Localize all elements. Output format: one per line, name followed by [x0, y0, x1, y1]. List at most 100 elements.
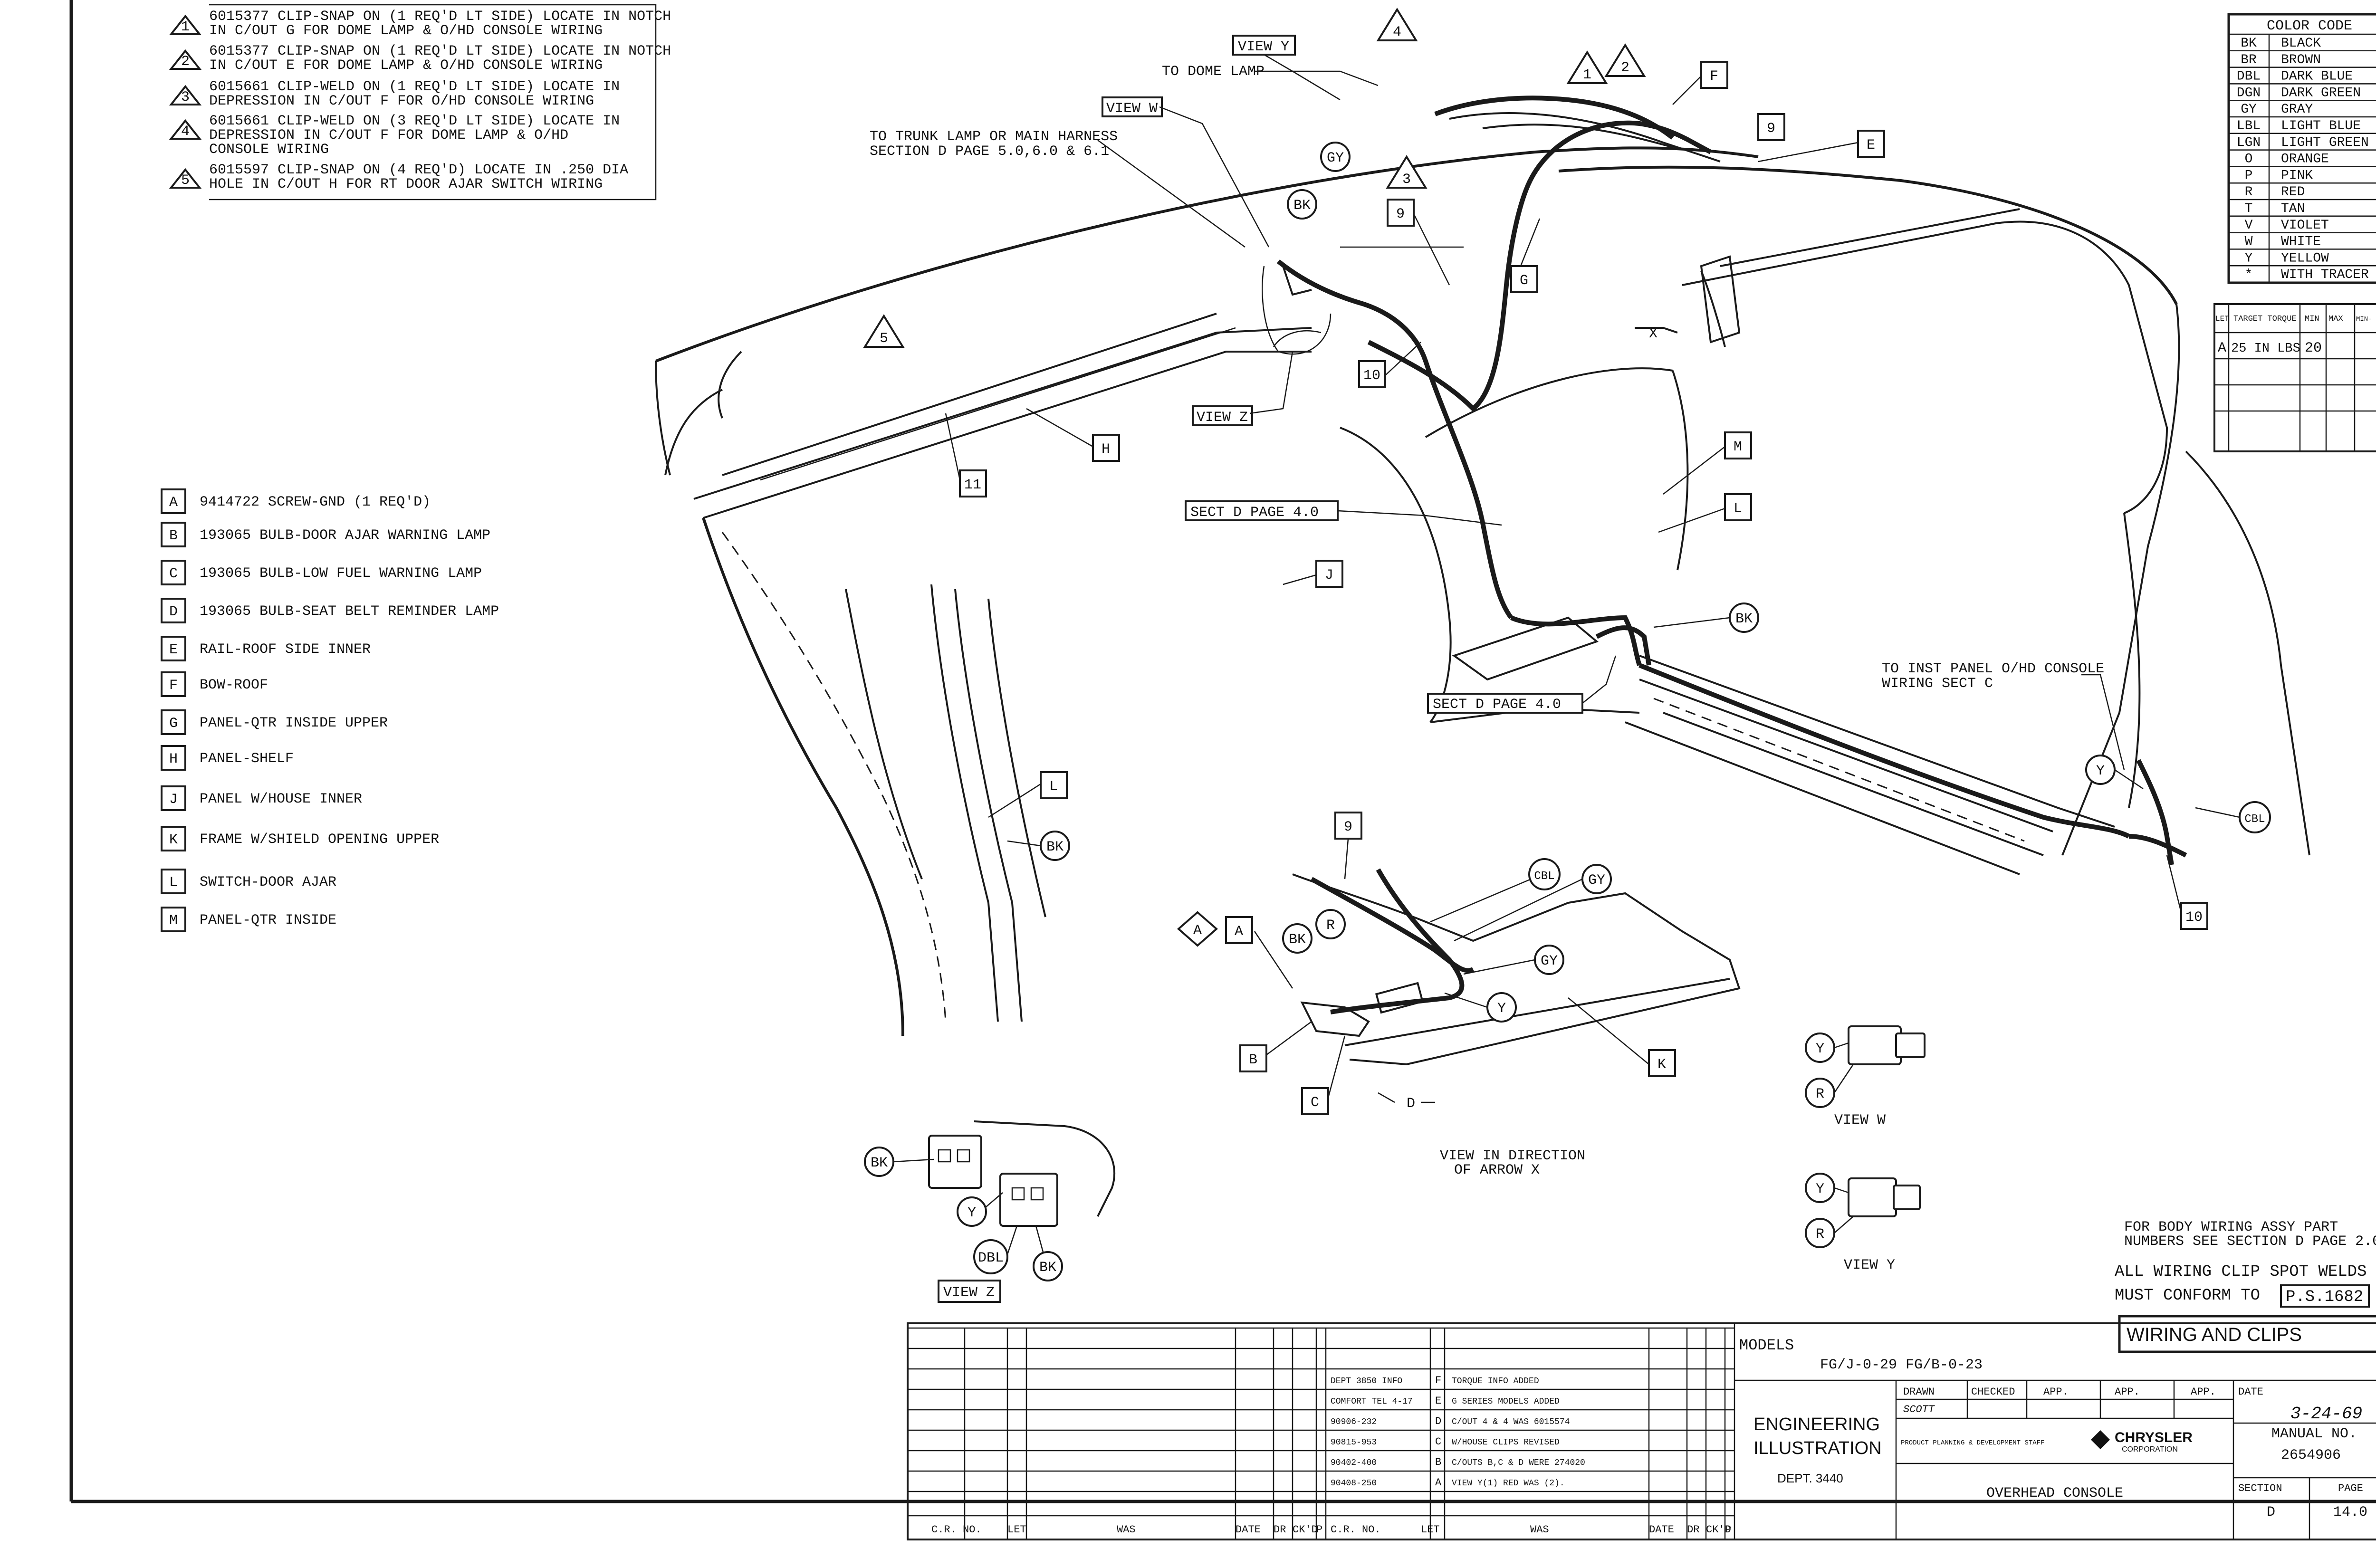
svg-text:P: P [1725, 1524, 1731, 1536]
color-code-abbrev: R [2245, 185, 2253, 200]
color-code-name: BLACK [2281, 36, 2321, 51]
svg-text:10: 10 [1363, 368, 1380, 384]
svg-text:A: A [1193, 923, 1202, 939]
svg-text:RAIL-ROOF SIDE INNER: RAIL-ROOF SIDE INNER [200, 641, 371, 658]
view-w-tag [1102, 96, 1163, 117]
svg-text:DEPT. 3440: DEPT. 3440 [1777, 1471, 1843, 1485]
svg-text:GY: GY [1541, 953, 1558, 969]
svg-text:Y: Y [1816, 1181, 1824, 1197]
svg-text:APP.: APP. [2043, 1386, 2069, 1398]
color-code-abbrev: * [2245, 268, 2253, 282]
svg-text:1: 1 [1583, 67, 1591, 83]
svg-text:TARGET TORQUE: TARGET TORQUE [2233, 315, 2297, 324]
svg-text:193065 BULB-SEAT BELT REMINDER: 193065 BULB-SEAT BELT REMINDER LAMP [200, 603, 499, 620]
svg-text:2: 2 [181, 54, 190, 70]
svg-text:J: J [1325, 567, 1333, 583]
svg-text:MANUAL NO.: MANUAL NO. [2271, 1426, 2357, 1442]
svg-text:SCOTT: SCOTT [1903, 1404, 1935, 1415]
svg-text:COLOR CODE: COLOR CODE [2267, 18, 2352, 34]
color-code-row: * WITH TRACER [2229, 268, 2376, 283]
svg-text:Y: Y [1497, 1001, 1506, 1017]
svg-text:VIEW Y: VIEW Y [1844, 1257, 1895, 1273]
color-code-abbrev: O [2245, 152, 2253, 167]
color-code-name: GRAY [2281, 102, 2313, 117]
svg-text:DEPRESSION IN C/OUT F FOR O/HD: DEPRESSION IN C/OUT F FOR O/HD CONSOLE W… [209, 93, 594, 109]
note-4: 4 6015661 CLIP-WELD ON (3 REQ'D LT SIDE)… [169, 113, 620, 158]
svg-text:BK: BK [1735, 611, 1753, 627]
svg-text:6015377 CLIP-SNAP ON (1 REQ'D: 6015377 CLIP-SNAP ON (1 REQ'D LT SIDE) L… [209, 9, 671, 25]
color-code-abbrev: GY [2241, 102, 2257, 117]
wire-color-tags: GY BK BK BK Y CBL [1007, 142, 2271, 861]
color-code-abbrev: W [2245, 235, 2253, 249]
svg-text:C.R. NO.: C.R. NO. [931, 1524, 982, 1536]
svg-text:193065 BULB-LOW FUEL WARNING L: 193065 BULB-LOW FUEL WARNING LAMP [200, 565, 482, 582]
svg-text:5: 5 [880, 331, 888, 347]
svg-text:SWITCH-DOOR AJAR: SWITCH-DOOR AJAR [200, 874, 336, 890]
svg-text:G: G [1520, 273, 1528, 289]
svg-text:BK: BK [1046, 839, 1063, 855]
color-code-abbrev: Y [2245, 251, 2253, 266]
svg-text:ILLUSTRATION: ILLUSTRATION [1753, 1438, 1882, 1458]
svg-text:PANEL-QTR INSIDE: PANEL-QTR INSIDE [200, 912, 336, 928]
svg-text:5: 5 [181, 172, 190, 189]
note-3: 3 6015661 CLIP-WELD ON (1 REQ'D LT SIDE)… [169, 79, 620, 109]
svg-text:FG/J-0-29 FG/B-0-23: FG/J-0-29 FG/B-0-23 [1820, 1357, 1983, 1373]
color-code-name: DARK GREEN [2281, 86, 2361, 100]
svg-text:3-24-69: 3-24-69 [2290, 1404, 2362, 1424]
torque-table: LET TARGET TORQUE MIN MAX MIN- AUDIT A 2… [2213, 303, 2376, 452]
ground-screw-marker [1177, 911, 1218, 947]
svg-text:Y: Y [968, 1205, 976, 1221]
svg-text:B: B [1249, 1052, 1257, 1068]
svg-text:CHRYSLER: CHRYSLER [2115, 1430, 2193, 1445]
svg-text:VIEW Y: VIEW Y [1238, 39, 1289, 55]
svg-text:DATE: DATE [1236, 1524, 1261, 1536]
revision-cr-number: 90408-250 [1331, 1479, 1377, 1488]
svg-text:DR: DR [1274, 1524, 1286, 1536]
svg-text:9: 9 [1767, 121, 1775, 137]
svg-text:C: C [1311, 1095, 1319, 1111]
color-code-row: BK BLACK [2229, 36, 2376, 52]
svg-text:MIN: MIN [2305, 315, 2319, 324]
color-code-abbrev: V [2245, 218, 2253, 233]
color-code-name: YELLOW [2281, 251, 2329, 266]
svg-text:GY: GY [1327, 150, 1344, 166]
svg-text:6015597 CLIP-SNAP ON (4 REQ'D): 6015597 CLIP-SNAP ON (4 REQ'D) LOCATE IN… [209, 162, 628, 178]
svg-text:WAS: WAS [1530, 1524, 1549, 1536]
body-notes: FOR BODY WIRING ASSY PART NUMBERS SEE SE… [2115, 1219, 2376, 1308]
svg-text:IN C/OUT G FOR DOME LAMP & O/H: IN C/OUT G FOR DOME LAMP & O/HD CONSOLE … [209, 23, 603, 39]
revision-description: C/OUTS B,C & D WERE 274020 [1452, 1458, 1585, 1468]
svg-text:BOW-ROOF: BOW-ROOF [200, 677, 268, 693]
svg-text:DATE: DATE [2238, 1386, 2263, 1398]
svg-text:CONSOLE WIRING: CONSOLE WIRING [209, 142, 329, 158]
svg-text:D: D [1407, 1096, 1415, 1112]
color-code-abbrev: BK [2241, 36, 2257, 51]
svg-text:SECT D PAGE 4.0: SECT D PAGE 4.0 [1190, 505, 1319, 521]
svg-text:14.0: 14.0 [2333, 1504, 2367, 1520]
revision-description: W/HOUSE CLIPS REVISED [1452, 1438, 1560, 1447]
color-code-name: LIGHT BLUE [2281, 119, 2361, 134]
svg-text:DATE: DATE [1649, 1524, 1674, 1536]
revision-cr-number: COMFORT TEL 4-17 [1331, 1397, 1413, 1406]
revision-letter: C [1435, 1436, 1441, 1448]
svg-text:VIEW W: VIEW W [1834, 1112, 1886, 1128]
svg-text:WAS: WAS [1117, 1524, 1136, 1536]
svg-text:ALL WIRING CLIP SPOT WELDS: ALL WIRING CLIP SPOT WELDS [2115, 1263, 2367, 1281]
svg-text:CK'D: CK'D [1706, 1524, 1731, 1536]
svg-text:MIN- AUDIT: MIN- AUDIT [2356, 316, 2376, 323]
color-code-row: Y YELLOW [2229, 251, 2376, 267]
color-code-name: WITH TRACER [2281, 268, 2369, 282]
svg-text:OVERHEAD CONSOLE: OVERHEAD CONSOLE [1986, 1485, 2123, 1501]
svg-text:LET: LET [2215, 315, 2229, 323]
svg-text:MUST CONFORM TO: MUST CONFORM TO [2115, 1287, 2260, 1305]
svg-text:PRODUCT PLANNING & DEVELOPMENT: PRODUCT PLANNING & DEVELOPMENT STAFF [1901, 1439, 2044, 1447]
svg-text:GY: GY [1588, 872, 1605, 889]
